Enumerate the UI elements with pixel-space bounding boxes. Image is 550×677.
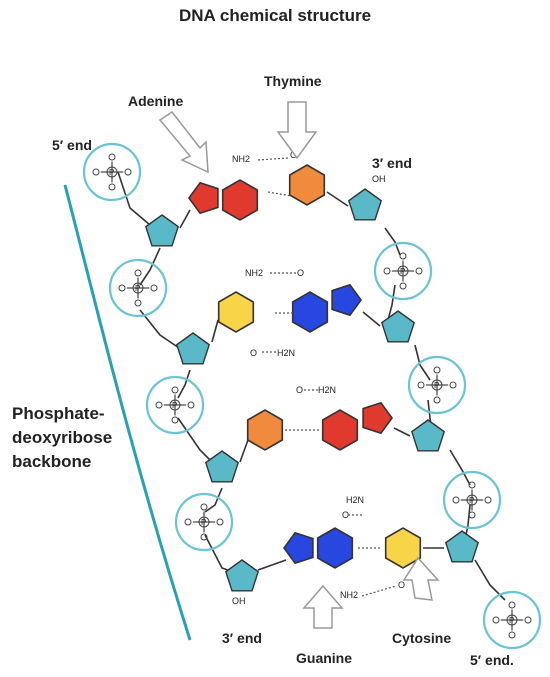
phosphate-symbol: P: [155, 386, 195, 424]
guanine-five-ring: [283, 531, 314, 565]
sugar-pentagon: [204, 450, 240, 483]
backbone-bonds: [117, 171, 506, 601]
phosphate-symbol: P: [492, 601, 532, 639]
sugar-pentagon: [144, 214, 180, 247]
phosphorus-symbol: P: [135, 284, 140, 293]
oxygen-label: O: [297, 268, 304, 278]
hydroxyl-label: OH: [372, 174, 386, 184]
chem-annotations: NH2 O OH NH2 O H2N O O H2N H2N O NH2 O O…: [232, 150, 405, 606]
cytosine-ring: [217, 291, 255, 333]
phosphate-symbol: P: [417, 366, 457, 404]
sugar-rings: [144, 188, 480, 592]
phosphate-circle: [174, 492, 234, 552]
sugar-pentagon: [410, 419, 446, 452]
hydroxyl-label: OH: [232, 596, 246, 606]
guanine-label: Guanine: [296, 650, 353, 666]
sugar-pentagon: [224, 559, 260, 592]
phosphate-symbol: P: [184, 503, 224, 541]
phosphate-circle: [482, 590, 542, 650]
phosphate-symbol: P: [118, 269, 158, 307]
pointer-arrows: [158, 101, 440, 629]
glycosidic-bond: [211, 319, 219, 343]
three-end-top-label: 3′ end: [372, 155, 412, 171]
five-end-top-label: 5′ end: [52, 137, 92, 153]
glycosidic-bond: [257, 559, 287, 571]
phosphate-circle: [145, 375, 205, 435]
amine-label: NH2: [232, 154, 250, 164]
amine-label: NH2: [340, 590, 358, 600]
phosphate-circle: [407, 355, 467, 415]
glycosidic-bond: [239, 439, 249, 463]
glycosidic-bond: [326, 191, 349, 207]
page-title: DNA chemical structure: [178, 6, 372, 25]
phosphate-circle: [442, 470, 502, 530]
backbone-label-line1: Phosphate-: [12, 404, 105, 423]
adenine-six-ring: [221, 179, 259, 221]
amine-label: NH2: [245, 268, 263, 278]
phosphate-groups: [82, 142, 542, 650]
phosphorus-symbol: P: [201, 518, 206, 527]
oxygen-label: O: [296, 385, 303, 395]
adenine-five-ring: [362, 401, 393, 435]
adenine-five-ring: [188, 181, 219, 215]
guanine-arrow: [302, 584, 344, 629]
nucleobases: [179, 164, 444, 571]
backbone-label-line3: backbone: [12, 452, 92, 471]
guanine-five-ring: [331, 283, 362, 317]
thymine-ring: [288, 164, 326, 206]
thymine-arrow: [276, 101, 318, 160]
phosphate-circle: [82, 142, 142, 202]
phosphate-symbol: P: [383, 252, 423, 290]
phosphate-circle: [373, 241, 433, 301]
phosphorus-symbol: P: [509, 616, 514, 625]
cytosine-arrow: [402, 556, 440, 601]
cytosine-ring: [384, 527, 422, 569]
backbone-label-line2: deoxyribose: [12, 428, 113, 447]
sugar-pentagon: [380, 310, 416, 343]
oxygen-label: O: [290, 150, 297, 160]
backbone-bracket-line: [63, 184, 192, 641]
oxygen-label: O: [342, 510, 349, 520]
phosphorus-symbol: P: [434, 381, 439, 390]
thymine-ring: [246, 409, 284, 451]
adenine-label: Adenine: [128, 93, 184, 109]
glycosidic-bond: [179, 209, 191, 229]
phosphate-circle: [108, 258, 168, 318]
amine-label: H2N: [277, 348, 295, 358]
glycosidic-bond: [362, 311, 381, 327]
guanine-six-ring: [291, 291, 329, 333]
hydrogen-bonds: [257, 157, 397, 597]
sugar-pentagon: [347, 188, 383, 221]
cytosine-label: Cytosine: [392, 630, 452, 646]
sugar-pentagon: [175, 332, 211, 365]
adenine-arrow: [158, 110, 209, 174]
sugar-pentagon: [444, 530, 480, 563]
phosphate-symbols: P P P P P P P P: [92, 153, 532, 639]
phosphorus-symbol: P: [109, 168, 114, 177]
oxygen-label: O: [250, 348, 257, 358]
amine-label: H2N: [346, 495, 364, 505]
phosphate-symbol: P: [92, 153, 132, 191]
three-end-bottom-label: 3′ end: [222, 630, 262, 646]
phosphate-symbol: P: [452, 481, 492, 519]
phosphorus-symbol: P: [172, 401, 177, 410]
thymine-label: Thymine: [264, 73, 322, 89]
oxygen-label: O: [398, 580, 405, 590]
guanine-six-ring: [316, 527, 354, 569]
amine-label: H2N: [318, 385, 336, 395]
five-end-bottom-label: 5′ end.: [470, 652, 514, 668]
glycosidic-bond: [393, 427, 411, 437]
adenine-six-ring: [321, 409, 359, 451]
phosphorus-symbol: P: [400, 267, 405, 276]
backbone-label: Phosphate- deoxyribose backbone: [12, 402, 112, 474]
phosphorus-symbol: P: [469, 496, 474, 505]
